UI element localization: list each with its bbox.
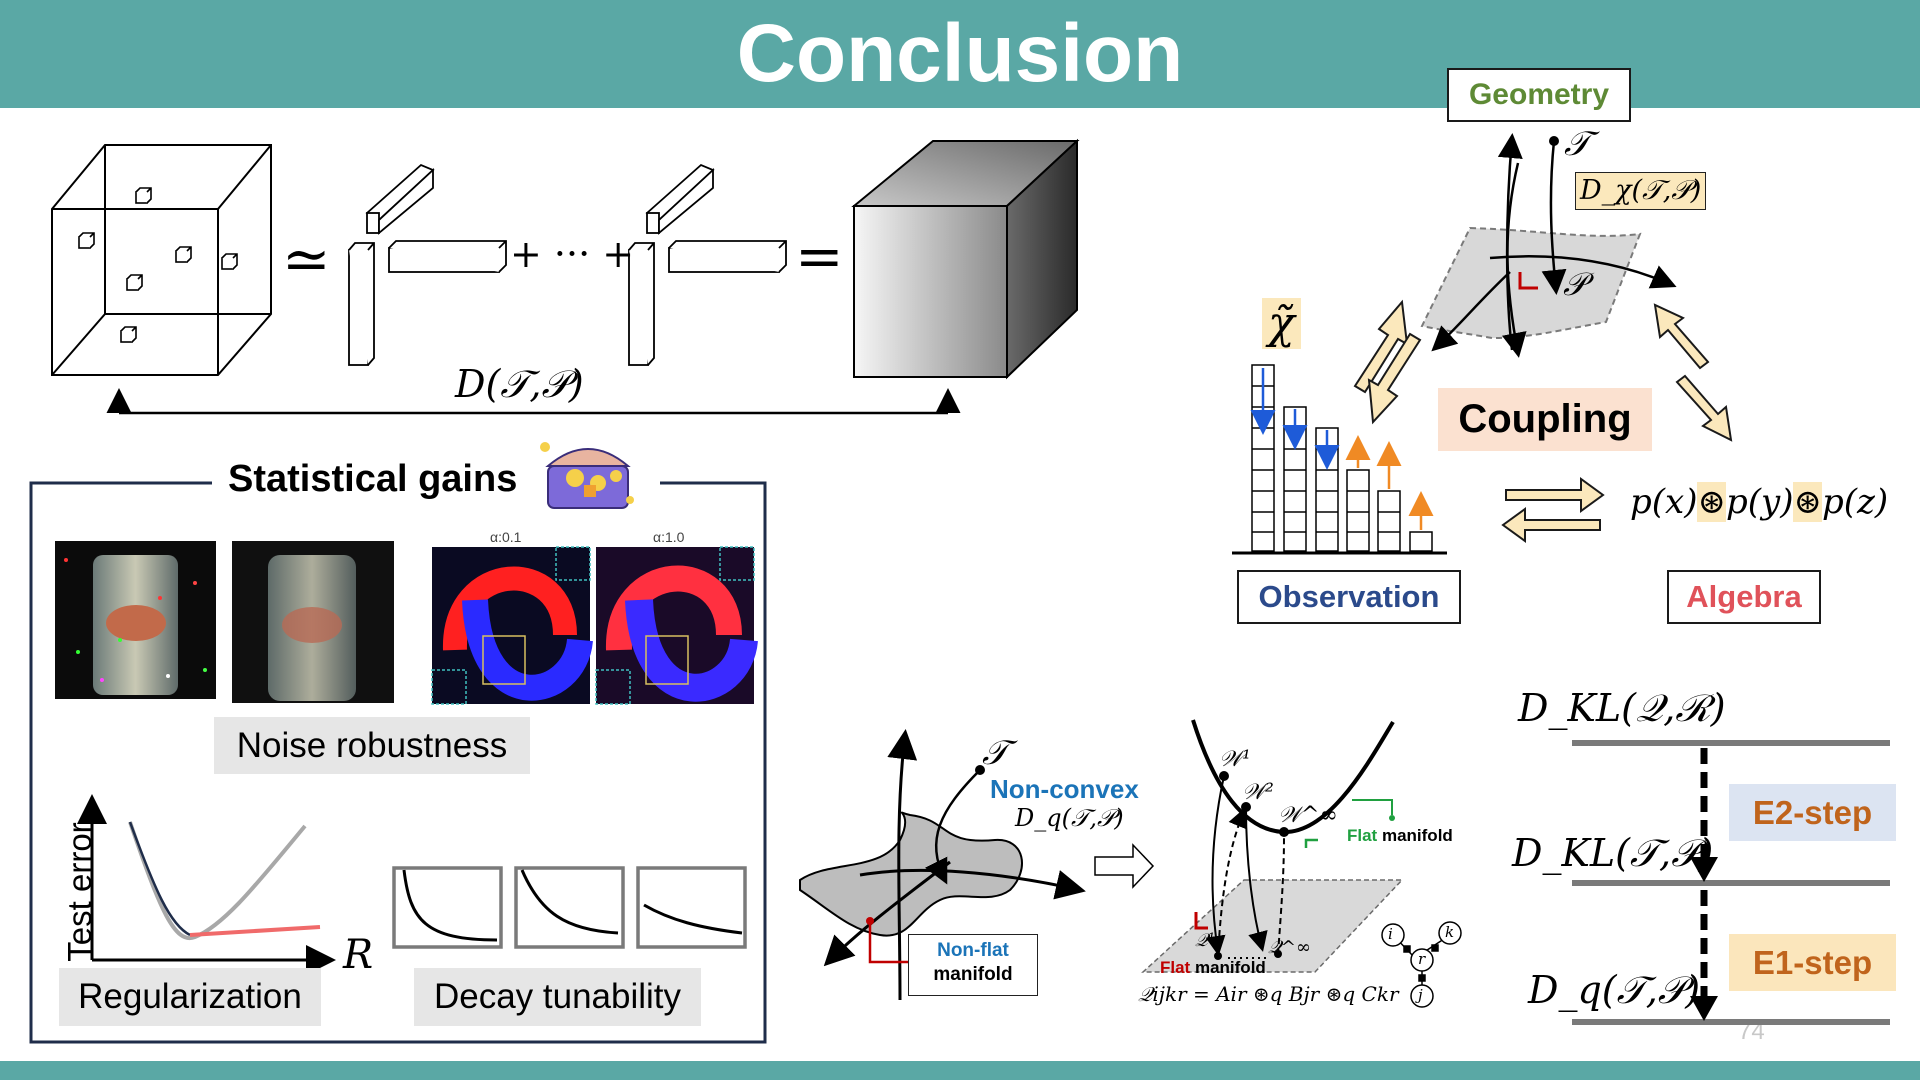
em-steps-levels: [1572, 740, 1890, 1025]
decay-tunability-plots: [392, 866, 747, 949]
d-chi-label: D_χ(𝒯,𝒫): [1575, 172, 1707, 210]
non-convex-manifold: [799, 729, 1086, 1001]
formula-px: p(x): [1630, 482, 1698, 522]
regularization-caption: Regularization: [59, 968, 321, 1026]
tensor-formula: 𝒬ijkr = Air ⊛q Bjr ⊛q Ckr: [1138, 982, 1399, 1006]
flat-word-green: Flat: [1347, 826, 1378, 845]
dense-tensor-cube: [851, 138, 1080, 380]
node-i-label: i: [1388, 925, 1393, 943]
implication-arrow-icon: [1094, 843, 1155, 889]
non-convex-label: Non-convex: [990, 774, 1139, 804]
non-flat-manifold-word: manifold: [933, 964, 1013, 985]
histogram-column-4: [1346, 469, 1370, 552]
distance-label: D(𝒯,𝒫): [455, 362, 584, 406]
geometry-algebra-double-arrow: [1653, 303, 1733, 442]
denoised-can-image: [232, 541, 394, 703]
plus-dots: + ··· +: [510, 232, 635, 276]
flat-manifold-lower-label: Flat manifold: [1160, 958, 1266, 978]
geometry-label: Geometry: [1447, 68, 1631, 122]
rank-one-component-1: [348, 163, 507, 366]
heatmap-alpha-0-1: [431, 546, 593, 705]
test-error-axis-label: Test error: [61, 822, 98, 962]
bottom-bar: [0, 1061, 1920, 1080]
dkl-qr-label: D_KL(𝒬,ℛ): [1518, 686, 1726, 730]
regularization-plot: [77, 794, 336, 975]
histogram-column-6: [1409, 531, 1433, 552]
observation-algebra-double-arrow: [1501, 477, 1605, 543]
observation-label: Observation: [1237, 570, 1461, 624]
algebra-label: Algebra: [1667, 570, 1821, 624]
node-j-label: j: [1418, 986, 1423, 1004]
observation-geometry-double-arrow: [1353, 299, 1422, 425]
node-r-label: r: [1418, 950, 1426, 968]
geometry-t-label: 𝒯: [1564, 124, 1591, 164]
q1-label: 𝒬¹: [1195, 930, 1216, 951]
treasure-chest-icon: [540, 442, 634, 509]
qinf-label: 𝒬^∞: [1268, 937, 1312, 958]
flat-manifold-diagram: [1141, 719, 1404, 973]
dq-tp-label: D_q(𝒯,𝒫): [1528, 968, 1701, 1012]
geometry-p-label: 𝒫: [1563, 265, 1587, 303]
alpha-label-1: α:0.1: [490, 529, 522, 545]
histogram-arrows: [1250, 368, 1434, 530]
rank-one-component-2: [628, 163, 787, 366]
w2-label: 𝒲²: [1242, 780, 1274, 805]
winf-label: 𝒲^∞: [1278, 803, 1338, 828]
sparse-tensor-cube: [51, 144, 272, 376]
formula-py: p(y): [1725, 482, 1794, 522]
statistical-gains-frame: [29, 481, 767, 1044]
e1-step-label: E1-step: [1729, 934, 1896, 991]
coupling-label: Coupling: [1438, 388, 1652, 451]
w1-label: 𝒲¹: [1219, 747, 1251, 772]
decay-tunability-caption: Decay tunability: [414, 968, 701, 1026]
manifold-word-lower: manifold: [1194, 958, 1266, 977]
e2-step-label: E2-step: [1729, 784, 1896, 841]
manifold-word-upper: manifold: [1381, 826, 1453, 845]
equals-symbol: =: [795, 222, 844, 290]
distance-bracket-arrow: [106, 388, 961, 415]
slide-title: Conclusion: [736, 8, 1184, 99]
non-flat-word: Non-flat: [937, 940, 1009, 961]
statistical-gains-title: Statistical gains: [222, 458, 524, 501]
formula-pz: p(z): [1821, 482, 1889, 522]
heatmap-alpha-1-0: [595, 546, 758, 705]
approx-symbol: ≃: [282, 225, 331, 293]
flat-word-red: Flat: [1160, 958, 1191, 977]
non-flat-manifold-box: Non-flat manifold: [908, 934, 1038, 996]
flat-manifold-upper-label: Flat manifold: [1347, 826, 1453, 846]
formula-op-2: ⊛: [1793, 482, 1822, 522]
node-k-label: k: [1445, 923, 1455, 941]
formula-op-1: ⊛: [1697, 482, 1726, 522]
r-axis-label: R: [343, 932, 374, 978]
product-formula: p(x)⊛p(y)⊛p(z): [1630, 482, 1888, 522]
dq-label: D_q(𝒯,𝒫): [1015, 804, 1124, 832]
noise-robustness-caption: Noise robustness: [214, 717, 530, 774]
dkl-tp-label: D_KL(𝒯,𝒫): [1512, 831, 1714, 875]
geometry-surface: [1420, 133, 1677, 358]
noisy-can-image: [55, 541, 216, 699]
chi-tilde-label: χ̃: [1262, 298, 1301, 349]
histogram-column-5: [1377, 490, 1401, 552]
alpha-label-2: α:1.0: [653, 529, 685, 545]
manifold-t-label: 𝒯: [982, 733, 1009, 773]
tensor-network-icon: [1381, 921, 1462, 1008]
